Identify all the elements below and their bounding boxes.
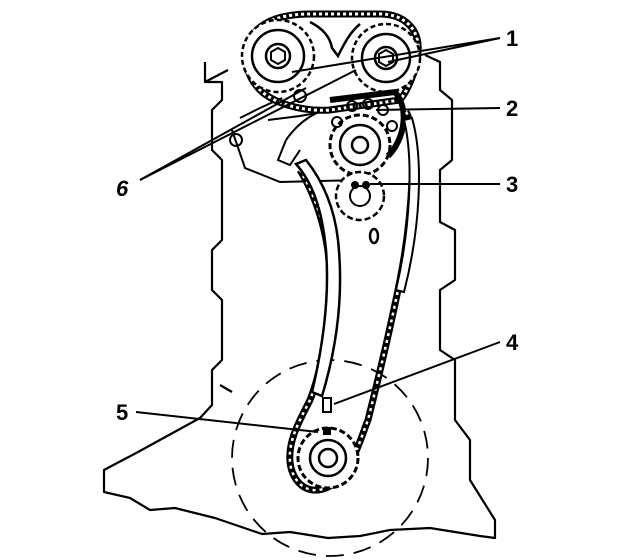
tensioner-shoe bbox=[293, 158, 342, 398]
callout-6: 6 bbox=[116, 176, 129, 201]
callout-4: 4 bbox=[506, 330, 519, 355]
leader-lines bbox=[135, 37, 501, 433]
engine-block bbox=[102, 54, 497, 540]
callout-5: 5 bbox=[116, 400, 128, 425]
left-cam-sprocket bbox=[240, 18, 316, 94]
lower-idler-sprocket bbox=[334, 170, 386, 222]
crankshaft-sprocket bbox=[296, 397, 360, 490]
intermediate-sprocket bbox=[328, 98, 398, 177]
upper-chain-guide bbox=[309, 20, 361, 59]
chain-mark bbox=[368, 227, 380, 245]
fixed-chain-guide bbox=[394, 116, 420, 294]
callout-3: 3 bbox=[506, 172, 518, 197]
callout-1: 1 bbox=[506, 26, 518, 51]
callout-2: 2 bbox=[506, 96, 518, 121]
